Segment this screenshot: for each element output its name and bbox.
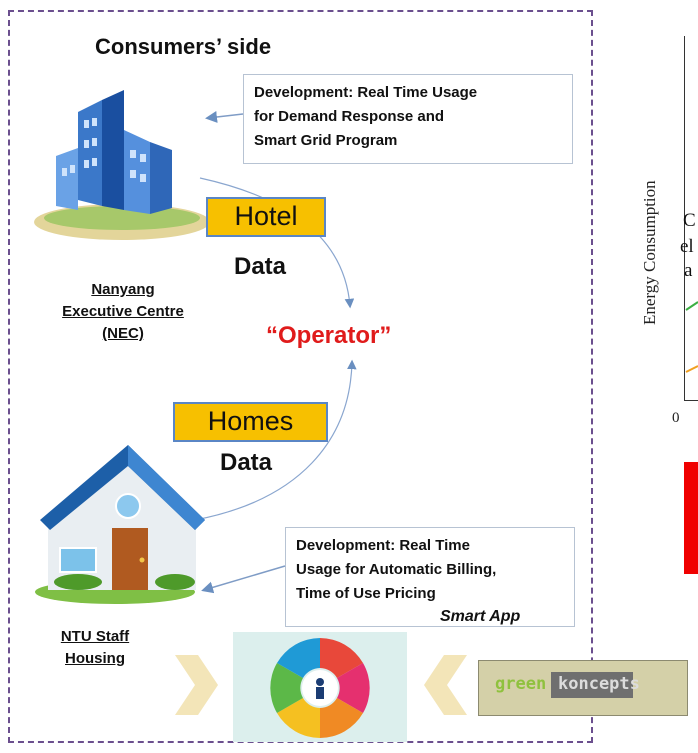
green-koncepts-logo: green koncepts <box>478 660 688 716</box>
chart-text-fragment-3: a <box>684 260 693 281</box>
dev-top-line-1: Development: Real Time Usage <box>254 84 478 101</box>
chart-y-axis-label: Energy Consumption <box>640 180 659 325</box>
arrow-house-to-operator <box>194 359 357 521</box>
nec-line-1: Nanyang <box>91 281 155 298</box>
chart-axes <box>684 36 698 401</box>
smart-app-wheel-icon <box>270 638 370 738</box>
dev-bottom-line-1: Development: Real Time <box>296 537 470 554</box>
ntu-line-1: NTU Staff <box>60 628 130 645</box>
ntu-housing-label: NTU Staff Housing <box>40 626 150 670</box>
homes-data-label: Data <box>220 449 273 476</box>
operator-label: “Operator” <box>266 322 392 349</box>
office-building-icon <box>34 90 210 240</box>
logo-green-text: green <box>495 674 547 694</box>
chevron-right-icon <box>175 655 218 715</box>
logo-koncepts-box <box>551 672 633 698</box>
chevron-left-icon <box>424 655 467 715</box>
logo-koncepts-text: koncepts <box>558 674 640 694</box>
diagram-title: Consumers’ side <box>95 34 272 59</box>
dev-top-line-3: Smart Grid Program <box>254 132 398 149</box>
homes-tag: Homes <box>173 402 328 442</box>
consumers-side-frame <box>8 10 593 743</box>
nec-line-3: (NEC) <box>102 325 144 342</box>
ntu-line-2: Housing <box>65 650 125 667</box>
chart-line-green <box>685 301 698 311</box>
chart-text-fragment-1: C <box>683 210 696 231</box>
nec-line-2: Executive Centre <box>62 303 184 320</box>
red-block <box>684 462 698 574</box>
dev-bottom-line-2: Usage for Automatic Billing, <box>296 561 497 578</box>
chart-text-fragment-2: el <box>680 236 694 257</box>
arrow-dev-to-building <box>205 111 244 123</box>
development-box-bottom: Development: Real Time Usage for Automat… <box>285 527 575 627</box>
nec-label: Nanyang Executive Centre (NEC) <box>38 279 208 345</box>
chart-line-orange <box>685 365 698 373</box>
dev-bottom-line-3: Time of Use Pricing <box>296 585 436 602</box>
smart-app-label: Smart App <box>440 608 521 625</box>
hotel-data-label: Data <box>234 253 287 280</box>
house-icon <box>35 445 205 604</box>
dev-top-line-2: for Demand Response and <box>254 108 445 125</box>
smart-app-panel <box>233 632 407 742</box>
arrow-dev-to-house <box>201 565 286 594</box>
development-box-top: Development: Real Time Usage for Demand … <box>243 74 573 164</box>
hotel-tag: Hotel <box>206 197 326 237</box>
chart-zero-tick: 0 <box>672 410 680 426</box>
